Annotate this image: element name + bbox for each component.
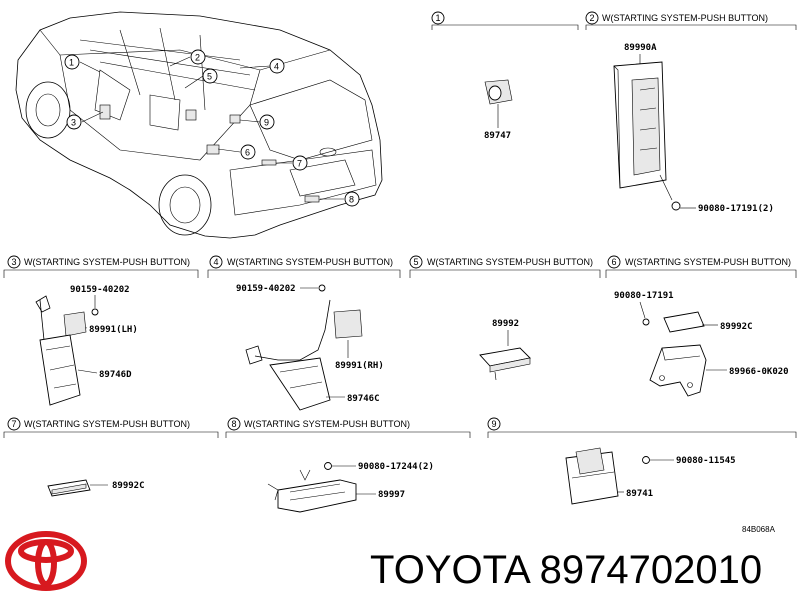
section-2: 2 W(STARTING SYSTEM-PUSH BUTTON) 89990A … <box>585 11 797 214</box>
section-title: W(STARTING SYSTEM-PUSH BUTTON) <box>625 257 791 267</box>
car-callout: 2 <box>195 53 200 63</box>
part-number: 89747 <box>484 131 511 141</box>
section-title: W(STARTING SYSTEM-PUSH BUTTON) <box>244 419 410 429</box>
section-number: 4 <box>214 257 219 267</box>
section-number: 1 <box>436 13 441 23</box>
section-3: 3 W(STARTING SYSTEM-PUSH BUTTON) 90159-4… <box>3 255 199 406</box>
part-number: 89741 <box>626 489 653 499</box>
part-number: 89746D <box>99 370 132 380</box>
section-6: 6 W(STARTING SYSTEM-PUSH BUTTON) 90080-1… <box>605 255 797 397</box>
section-number: 8 <box>232 419 237 429</box>
part-number: 89991(RH) <box>335 361 384 371</box>
section-8: 8 W(STARTING SYSTEM-PUSH BUTTON) 90080-1… <box>225 417 471 513</box>
part-number: 90080-17244(2) <box>358 462 434 472</box>
section-number: 7 <box>12 419 17 429</box>
section-title: W(STARTING SYSTEM-PUSH BUTTON) <box>602 13 768 23</box>
car-callout: 8 <box>349 195 354 205</box>
part-number: 89966-0K020 <box>729 367 789 377</box>
car-callout: 1 <box>69 58 74 68</box>
part-number: 90159-40202 <box>236 284 296 294</box>
diagram-code: 84B068A <box>742 525 776 534</box>
car-callout: 6 <box>245 148 250 158</box>
car-callout: 4 <box>274 62 279 72</box>
car-callout: 7 <box>297 159 302 169</box>
car-callouts: 1 2 3 4 5 6 7 8 9 <box>64 49 360 207</box>
section-number: 2 <box>590 13 595 23</box>
part-number: 89997 <box>378 490 405 500</box>
car-callout: 3 <box>71 118 76 128</box>
toyota-logo-icon <box>5 531 87 591</box>
section-title: W(STARTING SYSTEM-PUSH BUTTON) <box>24 419 190 429</box>
part-number: 89992 <box>492 319 519 329</box>
section-title: W(STARTING SYSTEM-PUSH BUTTON) <box>427 257 593 267</box>
section-5: 5 W(STARTING SYSTEM-PUSH BUTTON) 89992 <box>409 255 601 381</box>
section-number: 6 <box>612 257 617 267</box>
section-9: 9 90080-11545 89741 <box>487 417 797 505</box>
section-number: 3 <box>12 257 17 267</box>
part-number: 90080-11545 <box>676 456 736 466</box>
part-number: 90080-17191 <box>614 291 674 301</box>
part-number: 89990A <box>624 43 657 53</box>
part-number: 89992C <box>720 322 753 332</box>
section-title: W(STARTING SYSTEM-PUSH BUTTON) <box>24 257 190 267</box>
part-number: 90080-17191(2) <box>698 204 774 214</box>
part-number: 89991(LH) <box>89 325 138 335</box>
car-callout: 5 <box>207 72 212 82</box>
brand-part-title: TOYOTA 8974702010 <box>370 548 763 592</box>
part-number: 89746C <box>347 394 380 404</box>
section-title: W(STARTING SYSTEM-PUSH BUTTON) <box>227 257 393 267</box>
part-number: 90159-40202 <box>70 285 130 295</box>
vehicle-overview <box>15 11 383 239</box>
car-callout: 9 <box>264 118 269 128</box>
section-4: 4 W(STARTING SYSTEM-PUSH BUTTON) 90159-4… <box>207 255 401 411</box>
section-7: 7 W(STARTING SYSTEM-PUSH BUTTON) 89992C <box>3 417 219 497</box>
section-number: 9 <box>492 419 497 429</box>
part-number: 89992C <box>112 481 145 491</box>
section-1: 1 89747 <box>431 11 579 141</box>
section-number: 5 <box>414 257 419 267</box>
